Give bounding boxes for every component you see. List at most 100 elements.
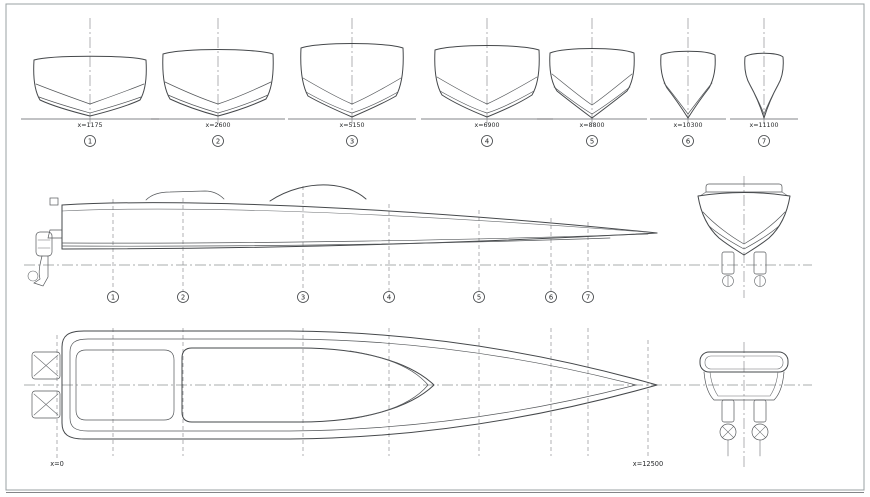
aft-cockpit-outline (75, 349, 175, 421)
swim-platform-inner (709, 371, 779, 397)
section-strakes (663, 82, 713, 115)
section-outline (434, 45, 540, 118)
twin-drives-stern-plan (719, 399, 769, 457)
drive-left (721, 399, 735, 423)
drive-right (753, 399, 767, 423)
side-elevation-view: 1 2 3 4 5 6 7 (24, 184, 812, 303)
station-number: 4 (387, 294, 391, 302)
propeller-blades (722, 426, 766, 438)
hull-section-5: x=8800 5 (537, 18, 647, 147)
drive-right (753, 251, 767, 275)
propeller-hubs (727, 275, 761, 287)
body-sections-row: x=1175 1 x=2600 2 x=5150 3 (21, 18, 798, 147)
station-number: 5 (477, 294, 481, 302)
section-x-label: x=8800 (579, 122, 604, 129)
drive-left (721, 251, 735, 275)
rubbing-strake-line (61, 208, 646, 233)
drive-skegs (727, 439, 761, 457)
station-number: 5 (590, 138, 594, 146)
swim-platform-outline (703, 371, 785, 401)
transom-deck-band (699, 351, 789, 373)
section-outline (33, 55, 147, 117)
sheet-frame (5, 3, 865, 493)
station-number-circle (212, 135, 224, 147)
station-number-circle (682, 135, 694, 147)
section-strakes (551, 73, 633, 115)
plan-hull (61, 330, 658, 440)
station-number: 2 (216, 138, 220, 146)
station-number: 1 (88, 138, 92, 146)
section-x-label: x=10300 (673, 122, 702, 129)
transom-fitting (49, 197, 59, 206)
drive-plan-starboard-hatch (33, 393, 59, 416)
station-number-circle (84, 135, 96, 147)
engine-hatch-profile (145, 190, 225, 201)
spray-rail-line (61, 237, 611, 247)
section-strakes (302, 77, 402, 114)
drive-plan-starboard (31, 390, 61, 419)
transom-outline (697, 192, 791, 256)
section-x-label: x=1175 (77, 122, 102, 129)
hull-outline-plan (61, 330, 658, 440)
twin-drives-plan (31, 351, 61, 419)
plan-station-lines (56, 328, 649, 458)
drive-bracket (47, 229, 63, 239)
station-number-circle (758, 135, 770, 147)
transom-rear-view (697, 176, 791, 298)
side-station-lines (112, 186, 589, 291)
chine-line (61, 233, 649, 244)
drive-body-lines (37, 239, 51, 249)
deck-plan-view: x=0 x=12500 (24, 328, 812, 468)
sheer-line (61, 202, 658, 234)
stern-plan-view (699, 342, 789, 468)
station-number: 4 (485, 138, 489, 146)
station-number: 7 (586, 294, 590, 302)
station-number-circle (297, 291, 309, 303)
section-outline (300, 43, 404, 118)
section-x-label: x=2600 (205, 122, 230, 129)
drive-plan-port (31, 351, 61, 380)
section-strakes (35, 83, 145, 114)
border-rect (5, 3, 865, 491)
hull-section-6: x=10300 6 (650, 18, 726, 147)
section-x-label: x=6900 (474, 122, 499, 129)
station-number-circle (177, 291, 189, 303)
station-number-circle (586, 135, 598, 147)
station-number-circle (383, 291, 395, 303)
propeller-side (27, 270, 39, 282)
inner-deck-line (69, 338, 638, 432)
station-number: 3 (350, 138, 354, 146)
station-number-circle (545, 291, 557, 303)
station-number-circle (107, 291, 119, 303)
station-number: 1 (111, 294, 115, 302)
section-strakes (747, 80, 781, 115)
origin-label: x=0 (50, 460, 64, 468)
station-number: 3 (301, 294, 305, 302)
section-strakes (164, 81, 272, 114)
keel-line (61, 232, 658, 250)
station-number: 6 (549, 294, 553, 302)
drive-plan-port-hatch (33, 354, 59, 377)
windshield-profile (269, 184, 367, 202)
hull-section-4: x=6900 4 (421, 18, 553, 147)
section-strakes (436, 76, 538, 114)
station-number: 6 (686, 138, 690, 146)
transom-strakes (702, 211, 786, 250)
hull-section-3: x=5150 3 (288, 18, 416, 147)
station-number: 7 (762, 138, 766, 146)
hull-section-2: x=2600 2 (151, 18, 285, 147)
windshield-plan-arc (349, 350, 429, 420)
drive-lower-unit (33, 255, 49, 287)
hull-profile (49, 184, 658, 250)
twin-drives-rear (721, 251, 767, 287)
side-station-numbers: 1 2 3 4 5 6 7 (107, 291, 594, 303)
section-x-label: x=5150 (339, 122, 364, 129)
hull-section-7: x=11100 7 (730, 18, 798, 147)
station-number-circle (473, 291, 485, 303)
drive-body (35, 231, 53, 257)
section-x-label: x=11100 (749, 122, 778, 129)
length-label: x=12500 (633, 460, 663, 468)
station-number-circle (346, 135, 358, 147)
